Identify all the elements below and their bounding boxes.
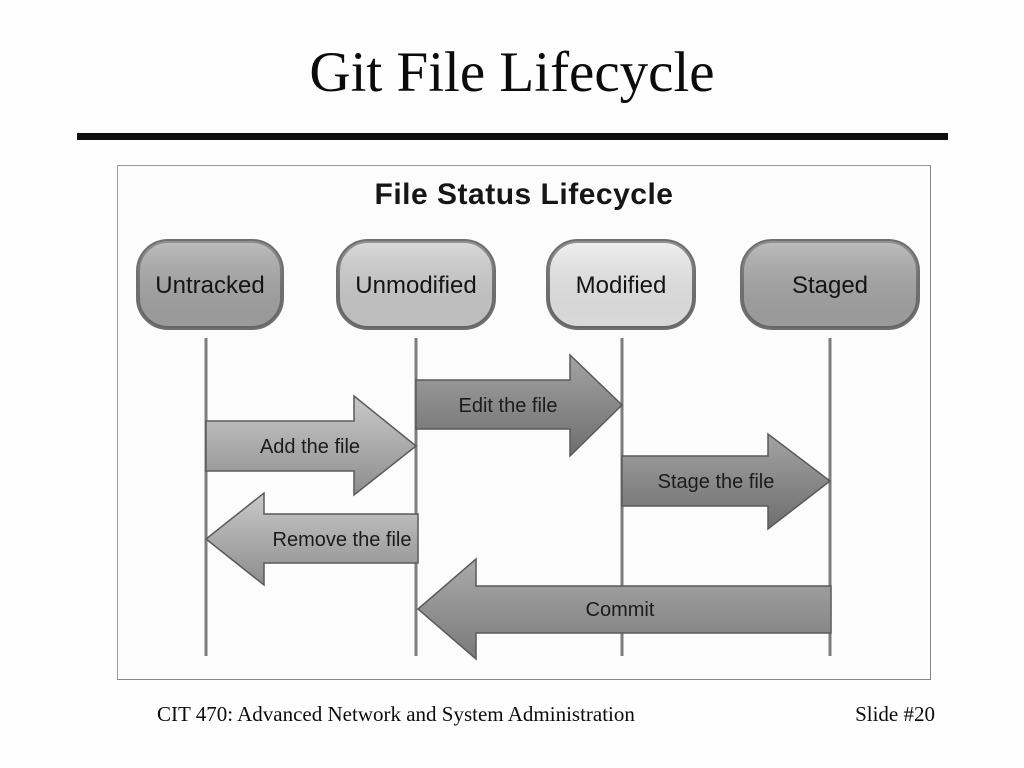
state-pill-modified-sheen <box>548 241 694 328</box>
diagram-title: File Status Lifecycle <box>374 178 674 211</box>
arrow-label-commit: Commit <box>586 599 655 621</box>
arrow-label-remove-file: Remove the file <box>273 529 412 551</box>
arrow-label-add-file: Add the file <box>260 436 360 458</box>
state-label-modified: Modified <box>576 272 667 299</box>
state-pill-staged-sheen <box>742 241 918 328</box>
lifecycle-diagram: Untracked Unmodified Modified Staged A <box>136 239 920 661</box>
slide-number: Slide #20 <box>855 702 935 726</box>
slide-title: Git File Lifecycle <box>309 41 715 104</box>
state-pill-unmodified: Unmodified <box>336 239 496 330</box>
title-underline <box>77 133 948 140</box>
state-pill-untracked: Untracked <box>136 239 284 330</box>
state-label-unmodified: Unmodified <box>355 272 476 299</box>
state-label-untracked: Untracked <box>155 272 264 299</box>
course-footer-text: CIT 470: Advanced Network and System Adm… <box>157 702 635 726</box>
slide-footer: CIT 470: Advanced Network and System Adm… <box>0 702 1024 732</box>
arrow-remove-file: Remove the file <box>204 491 419 587</box>
state-label-staged: Staged <box>792 272 868 299</box>
arrow-remove-file-shape <box>204 491 419 587</box>
arrow-add-file-shape <box>205 394 418 497</box>
arrow-add-file: Add the file <box>205 394 418 497</box>
arrow-commit: Commit <box>416 557 832 661</box>
state-pill-unmodified-sheen <box>338 241 494 328</box>
arrow-commit-shape <box>416 557 832 661</box>
state-pill-staged: Staged <box>740 239 920 330</box>
arrow-edit-file-shape <box>415 353 624 458</box>
arrow-label-edit-file: Edit the file <box>459 395 558 417</box>
arrow-stage-file-shape <box>621 432 832 531</box>
arrow-edit-file: Edit the file <box>415 353 624 458</box>
state-pill-modified: Modified <box>546 239 696 330</box>
state-pill-untracked-sheen <box>138 241 282 328</box>
diagram-panel: File Status Lifecycle <box>117 165 931 680</box>
arrow-label-stage-file: Stage the file <box>658 471 775 493</box>
arrow-stage-file: Stage the file <box>621 432 832 531</box>
